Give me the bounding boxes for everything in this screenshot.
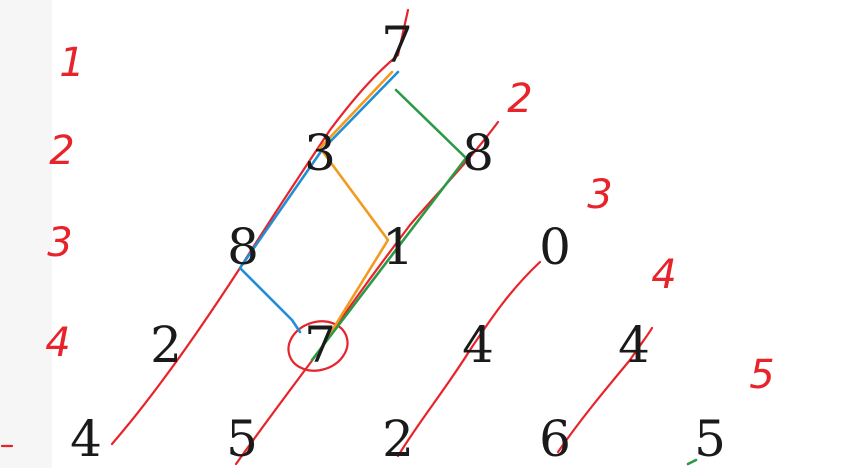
diagonal-number-3: 3 [587, 172, 612, 218]
green-path-line [310, 88, 468, 362]
cell-r4-c2: 7 [304, 316, 336, 374]
diagonal-stroke-1b [396, 8, 410, 57]
cell-r3-c1: 8 [227, 218, 259, 276]
cell-r1-c1: 7 [381, 16, 413, 74]
orange-path [318, 70, 394, 352]
row-number-1: 1 [59, 40, 84, 86]
green-path [310, 88, 698, 466]
diagonal-stroke-3 [396, 260, 542, 458]
row-number-annotations: 1 2 3 4 [45, 40, 84, 366]
left-margin-strip [0, 0, 52, 468]
diagonal-stroke-2 [234, 120, 500, 466]
cell-r5-c3: 2 [382, 410, 414, 468]
diagonal-number-5: 5 [749, 352, 774, 398]
circle-around-seven [287, 320, 349, 372]
cell-r5-c4: 6 [539, 410, 571, 468]
row-number-4: 4 [45, 320, 70, 366]
cell-r4-c3: 4 [462, 316, 494, 374]
cell-r5-c2: 5 [226, 410, 258, 468]
diagonal-number-annotations: 2 3 4 5 [507, 76, 774, 398]
cell-r2-c1: 3 [304, 124, 336, 182]
cell-r5-c5: 5 [694, 410, 726, 468]
cell-r3-c3: 0 [539, 218, 571, 276]
blue-path-line [238, 70, 400, 334]
cell-r2-c2: 8 [462, 124, 494, 182]
cell-r3-c2: 1 [382, 218, 414, 276]
cell-r4-c1: 2 [150, 316, 182, 374]
diagonal-stroke-4 [556, 326, 654, 454]
blue-path [238, 70, 400, 334]
orange-path-line [318, 70, 394, 352]
diagonal-number-4: 4 [651, 252, 676, 298]
diagonal-stroke-1 [110, 53, 400, 446]
cell-r5-c1: 4 [70, 410, 102, 468]
diagonal-number-2: 2 [507, 76, 532, 122]
cell-r4-c4: 4 [618, 316, 650, 374]
row-number-3: 3 [47, 220, 72, 266]
green-tick [686, 458, 698, 466]
triangle-numbers: 7 3 8 8 1 0 2 7 4 4 4 5 2 6 5 [70, 16, 726, 468]
row-number-2: 2 [49, 128, 74, 174]
